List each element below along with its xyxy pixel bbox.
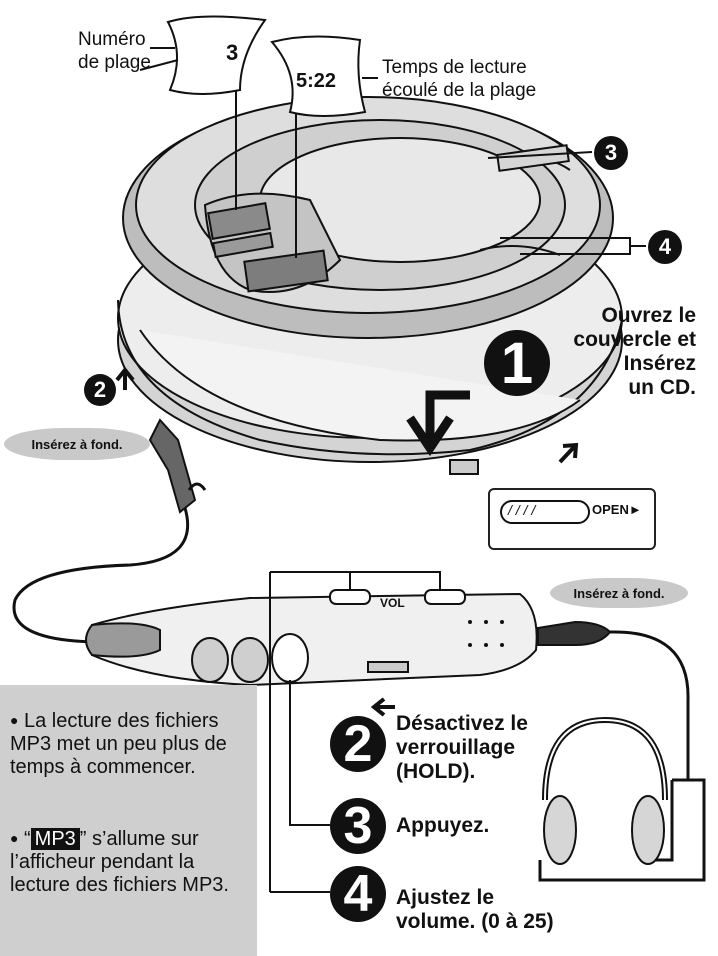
step-1-text: Ouvrez le couvercle et Insérez un CD. bbox=[573, 304, 696, 399]
insert-tag-left: Insérez à fond. bbox=[4, 428, 150, 460]
note-item-2: ●“MP3” s’allume sur l’afficheur pendant … bbox=[10, 828, 229, 896]
step-3-text: Appuyez. bbox=[396, 814, 490, 837]
insert-tag-right: Insérez à fond. bbox=[550, 578, 688, 608]
step-3-marker: 3 bbox=[594, 136, 628, 170]
elapsed-time-value: 5:22 bbox=[296, 70, 337, 92]
track-number-value: 3 bbox=[226, 40, 239, 65]
remote-control bbox=[85, 589, 612, 687]
step-2-big-marker: 2 bbox=[330, 715, 386, 773]
headphone-cable bbox=[12, 418, 207, 644]
note-item-1: ●La lecture des fichiers MP3 met un peu … bbox=[10, 710, 227, 778]
step-2-marker: 2 bbox=[84, 374, 116, 406]
track-display-card bbox=[139, 15, 267, 95]
vol-label: VOL bbox=[380, 596, 405, 610]
pointer-lines bbox=[235, 77, 646, 258]
headphones bbox=[542, 716, 668, 865]
step-1-big-marker: 1 bbox=[484, 330, 550, 396]
remote-pointer-lines bbox=[269, 571, 441, 893]
step-2-text: Désactivez le verrouillage (HOLD). bbox=[396, 712, 528, 783]
open-switch-panel: / / / / OPEN► bbox=[488, 488, 656, 550]
cd-player bbox=[117, 96, 623, 475]
mp3-badge: MP3 bbox=[30, 828, 80, 850]
elapsed-time-label: Temps de lecture écoulé de la plage bbox=[382, 57, 537, 101]
step-4-marker: 4 bbox=[648, 230, 682, 264]
time-display-card bbox=[270, 35, 367, 117]
open-slider[interactable] bbox=[500, 500, 590, 524]
open-label: OPEN► bbox=[592, 502, 642, 517]
track-number-label: Numéro de plage bbox=[78, 29, 151, 73]
step-4-big-marker: 4 bbox=[330, 865, 386, 923]
step-3-big-marker: 3 bbox=[330, 797, 386, 855]
notes-box: ●La lecture des fichiers MP3 met un peu … bbox=[0, 685, 257, 956]
step-4-text: Ajustez le volume. (0 à 25) bbox=[396, 886, 554, 933]
